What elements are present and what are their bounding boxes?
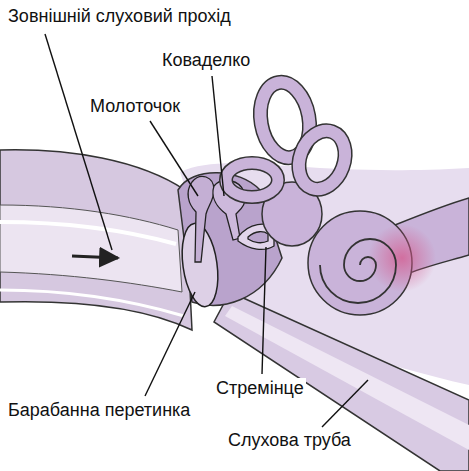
leader-line [45,34,112,250]
label-anchor: Барабанна перетинка [6,400,192,422]
leader-line [212,76,224,196]
malleus [188,176,214,262]
label-anchor: Стремінце [214,378,306,400]
ear-canal [0,205,182,292]
label-anchor: Зовнішній слуховий прохід [6,6,233,28]
part-label: Зовнішній слуховий прохід [6,6,233,28]
part-label: Молоточок [88,96,182,118]
label-anchor: Слухова труба [226,430,353,452]
cochlea-spiral [320,239,396,303]
canal-loop [291,124,353,195]
sound-arrow [72,256,118,258]
eustachian-tube [214,292,469,471]
part-label: Коваделко [160,50,252,72]
leader-line [262,247,266,374]
canal-highlight [0,222,176,244]
canal-outline [226,163,278,197]
semicircular-canals [226,78,353,197]
leader-line [322,380,368,427]
label-anchor: Коваделко [160,50,252,72]
part-label: Слухова труба [226,430,353,452]
canal-wall [0,150,192,330]
leader-line [145,292,195,396]
leader-lines [45,34,368,427]
part-label: Стремінце [214,378,306,400]
canal-highlight [0,290,184,316]
label-anchor: Молоточок [88,96,182,118]
canal-outline [291,124,353,195]
canal-loop [226,163,278,197]
cochlea-blush [368,224,436,292]
part-label: Барабанна перетинка [6,400,192,422]
leader-line [150,121,198,196]
